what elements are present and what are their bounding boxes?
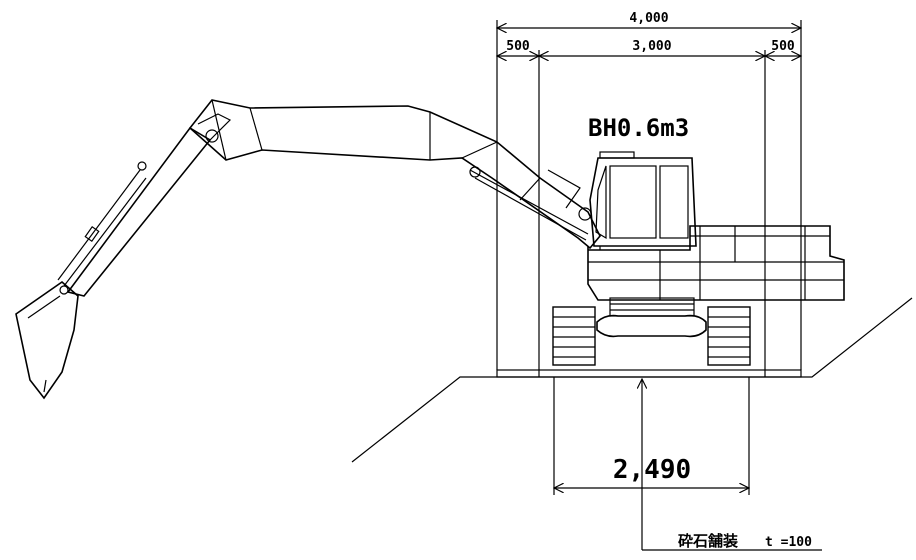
excavator-boom: [188, 99, 601, 250]
excavator-undercarriage: [552, 297, 751, 366]
dim-right-margin: 500: [771, 39, 795, 54]
pavement-label: 砕石舗装: [678, 532, 739, 550]
machine-model-label: BH0.6m3: [588, 114, 689, 142]
pavement-thickness: t =100: [765, 535, 812, 550]
excavator-arm: [57, 113, 232, 297]
dim-track-width: 2,490: [613, 455, 691, 485]
dimension-labels: 4,000 500 3,000 500 2,490 BH0.6m3 砕石舗装 t…: [506, 11, 812, 550]
dim-center-width: 3,000: [632, 39, 671, 54]
ground-profile: [351, 297, 913, 463]
excavator-bucket: [15, 280, 79, 400]
excavator-body: [587, 151, 845, 301]
dim-left-margin: 500: [506, 39, 530, 54]
dim-total-width: 4,000: [629, 11, 668, 26]
